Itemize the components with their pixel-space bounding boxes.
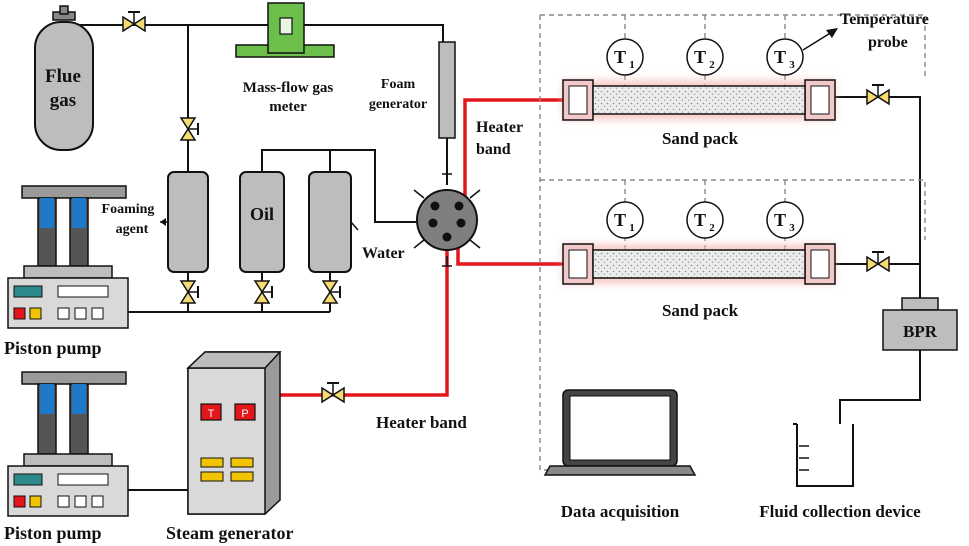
svg-text:T: T [774, 210, 786, 230]
temperature-probes-bottom: T 1 T 2 T 3 [606, 201, 804, 239]
svg-text:T: T [694, 47, 706, 67]
sand-pack-label-bottom: Sand pack [662, 301, 739, 320]
svg-text:T: T [774, 47, 786, 67]
heater-band-label-top-1: Heater [476, 119, 523, 136]
temperature-probe-label-2: probe [868, 34, 908, 51]
sand-pack-bottom: Sand pack [562, 243, 836, 320]
valve-oil-bottom [253, 280, 273, 304]
svg-text:2: 2 [709, 222, 715, 234]
probe-t3-top: T 3 [766, 38, 804, 76]
svg-text:1: 1 [629, 59, 635, 71]
valve-foaming-bottom [179, 280, 199, 304]
probe-t2-top: T 2 [686, 38, 724, 76]
back-pressure-regulator: BPR [882, 297, 958, 351]
valve-foaming-top [179, 117, 199, 141]
valve-outlet-bottom [866, 251, 890, 273]
sand-pack-top: Sand pack [562, 79, 836, 148]
oil-label: Oil [250, 204, 274, 224]
valve-water-bottom [321, 280, 341, 304]
bpr-label: BPR [903, 322, 938, 341]
steam-generator: T P Steam generator [166, 351, 293, 543]
foam-generator: Foam generator [369, 41, 456, 139]
water-label: Water [362, 245, 405, 262]
flue-gas-label-2: gas [50, 90, 76, 111]
piston-pump-label-top: Piston pump [4, 338, 102, 358]
svg-text:3: 3 [789, 59, 795, 71]
foaming-agent-label-2: agent [116, 222, 149, 237]
piston-pump-bottom: Piston pump [4, 371, 129, 543]
svg-text:T: T [614, 210, 626, 230]
svg-text:T: T [694, 210, 706, 230]
svg-text:2: 2 [709, 59, 715, 71]
fluid-collection-beaker: Fluid collection device [759, 423, 921, 521]
temperature-probes-top: T 1 T 2 T 3 [606, 28, 838, 76]
foam-generator-label-2: generator [369, 97, 427, 112]
svg-text:T: T [614, 47, 626, 67]
mass-flow-label-1: Mass-flow gas [243, 80, 334, 96]
steam-p-label: P [241, 408, 248, 420]
fluid-collection-label: Fluid collection device [759, 502, 921, 521]
heater-band-label-top-2: band [476, 141, 511, 158]
valve-flue-gas [122, 11, 146, 33]
piston-pump-top: Piston pump [4, 185, 129, 358]
probe-t1-top: T 1 [606, 38, 644, 76]
foaming-agent-vessel: Foaming agent [102, 171, 209, 273]
mass-flow-label-2: meter [269, 99, 307, 115]
valve-steam [321, 382, 345, 404]
heater-band-label-bottom: Heater band [376, 413, 467, 432]
probe-t3-bottom: T 3 [766, 201, 804, 239]
data-acquisition-label: Data acquisition [561, 502, 680, 521]
probe-t2-bottom: T 2 [686, 201, 724, 239]
svg-text:3: 3 [789, 222, 795, 234]
flue-gas-cylinder: Flue gas [34, 5, 94, 151]
piston-pump-label-bottom: Piston pump [4, 523, 102, 543]
steam-generator-label: Steam generator [166, 523, 293, 543]
oil-vessel: Oil [239, 171, 285, 273]
probe-t1-bottom: T 1 [606, 201, 644, 239]
valve-outlet-top [866, 84, 890, 106]
sand-pack-label-top: Sand pack [662, 129, 739, 148]
process-piping [65, 24, 921, 491]
steam-t-label: T [208, 408, 215, 420]
foam-generator-label-1: Foam [381, 77, 416, 92]
water-vessel: Water [308, 171, 405, 273]
laptop-icon: Data acquisition [543, 389, 697, 521]
flue-gas-label-1: Flue [45, 66, 81, 87]
svg-text:1: 1 [629, 222, 635, 234]
mass-flow-gas-meter: Mass-flow gas meter [235, 2, 335, 115]
temperature-probe-label-1: Temperature [840, 11, 929, 28]
multiport-valve-hub [413, 173, 481, 267]
foaming-agent-label-1: Foaming [102, 202, 155, 217]
